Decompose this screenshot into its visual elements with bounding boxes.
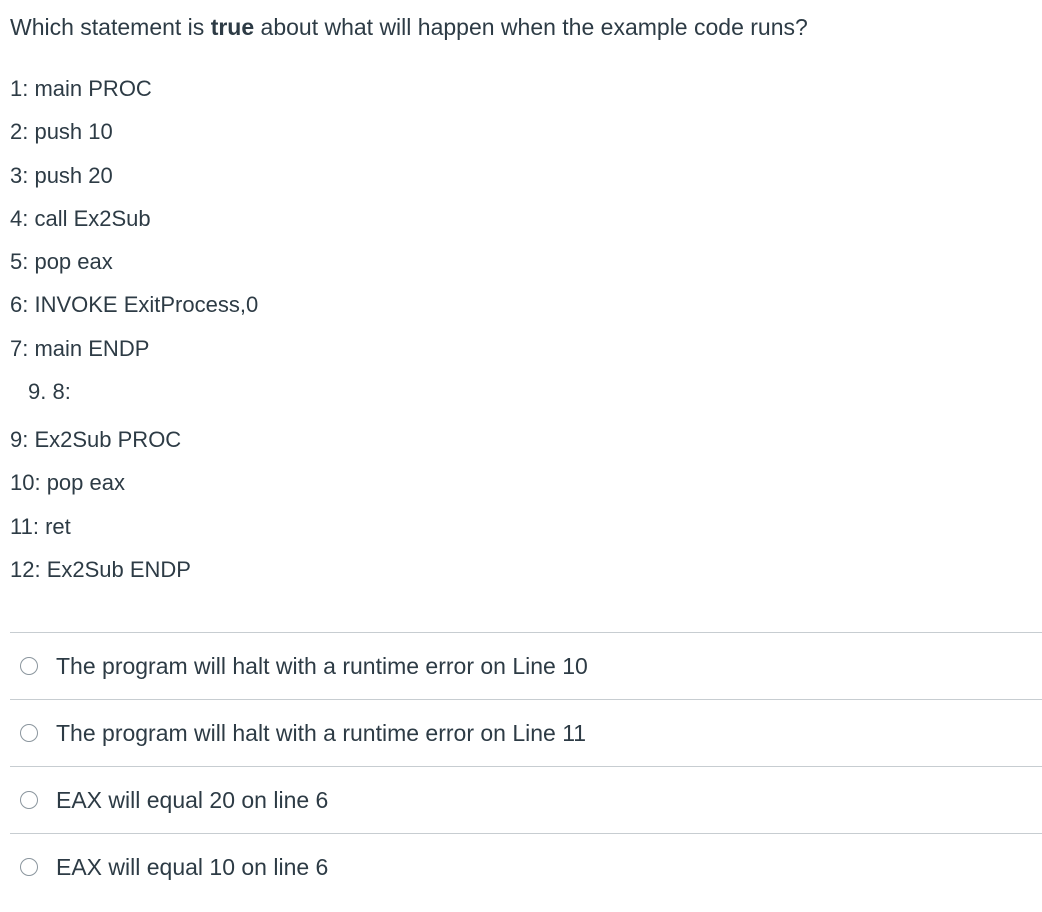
answer-label: The program will halt with a runtime err… (56, 720, 587, 746)
code-line-11: 11: ret (10, 513, 71, 539)
code-line-10: 10: pop eax (10, 470, 125, 496)
code-line-4: 4: call Ex2Sub (10, 205, 151, 231)
question-suffix: about what will happen when the example … (254, 14, 808, 40)
answer-label: EAX will equal 10 on line 6 (56, 854, 329, 880)
code-line-7: 7: main ENDP (10, 335, 150, 361)
code-listing: 1: main PROC 2: push 10 3: push 20 4: ca… (10, 74, 258, 598)
code-line-6: 6: INVOKE ExitProcess,0 (10, 292, 259, 318)
code-line-9: 9: Ex2Sub PROC (10, 427, 182, 453)
answer-option-3[interactable]: EAX will equal 20 on line 6 (10, 766, 1042, 833)
question-emphasis: true (210, 14, 255, 40)
code-line-12: 12: Ex2Sub ENDP (10, 556, 191, 582)
answer-option-2[interactable]: The program will halt with a runtime err… (10, 699, 1042, 766)
answer-option-4[interactable]: EAX will equal 10 on line 6 (10, 833, 1042, 900)
radio-button-icon[interactable] (20, 791, 38, 809)
code-line-3: 3: push 20 (10, 162, 113, 188)
code-line-2: 2: push 10 (10, 119, 113, 145)
code-line-5: 5: pop eax (10, 249, 113, 275)
code-line-1: 1: main PROC (10, 76, 152, 101)
radio-button-icon[interactable] (20, 858, 38, 876)
answer-label: EAX will equal 20 on line 6 (56, 787, 329, 813)
answer-options: The program will halt with a runtime err… (10, 632, 1042, 900)
radio-button-icon[interactable] (20, 657, 38, 675)
code-line-8: 9. 8: (28, 379, 71, 405)
answer-label: The program will halt with a runtime err… (56, 653, 588, 679)
answer-option-1[interactable]: The program will halt with a runtime err… (10, 632, 1042, 699)
radio-button-icon[interactable] (20, 724, 38, 742)
question-text: Which statement is true about what will … (10, 12, 808, 42)
question-prefix: Which statement is (10, 14, 211, 40)
